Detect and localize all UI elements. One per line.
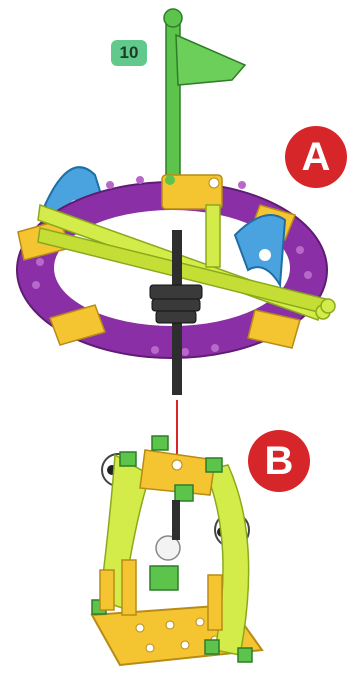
assembly-b	[92, 436, 262, 665]
green-flag	[176, 35, 245, 85]
assembly-a	[17, 9, 335, 395]
callout-a-label: A	[285, 126, 347, 188]
callout-b-label: B	[248, 430, 310, 492]
step-number-badge: 10	[111, 40, 147, 66]
lime-post	[206, 205, 220, 267]
black-gear	[150, 285, 202, 323]
